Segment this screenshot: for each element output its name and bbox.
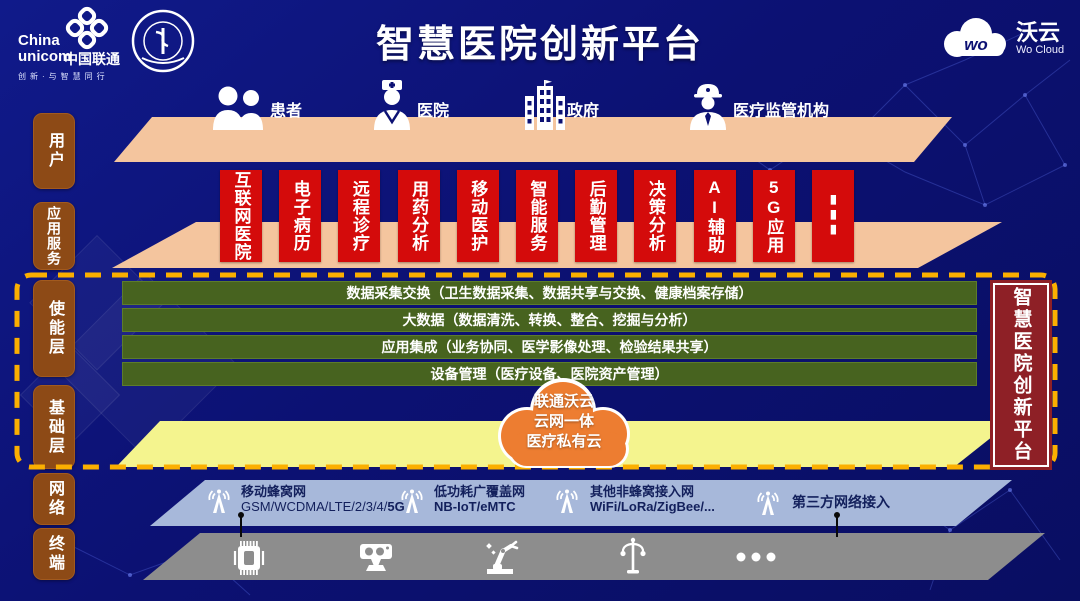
capability-bar-bigdata: 大数据（数据清洗、转换、整合、挖掘与分析） [122,308,977,332]
app-box: 决策分析 [634,170,677,262]
user-label-hospital: 医院 [417,103,450,120]
network-item-subtitle: NB-IoT/eMTC [434,499,516,514]
cloud-label-line2: 云网一体 [533,413,594,430]
user-label-government: 政府 [567,103,600,120]
app-box-label: AI辅助 [705,178,724,254]
ellipsis-vertical-icon: ⋮ [816,186,850,246]
layer-label-text: 使能层 [46,300,63,357]
robot-arm-icon [486,540,519,574]
hospital-icon [374,80,410,130]
layer-label-enabling: 使能层 [33,280,75,377]
hospital-seal-icon [131,9,195,73]
layer-label-network: 网络 [33,473,75,525]
app-box-label: 移动医护 [468,180,488,252]
patients-icon [213,86,263,130]
capability-bar-app-integration: 应用集成（业务协同、医学影像处理、检验结果共享） [122,335,977,359]
antenna-icon [556,489,578,513]
ellipsis-icon [736,552,776,562]
wocloud-logo: wo 沃云 Wo Cloud [938,14,1064,64]
layer-label-text: 用户 [46,132,63,170]
page-title: 智慧医院创新平台 [375,24,704,66]
layer-label-text: 基础层 [46,398,63,456]
cloud-label-line1: 联通沃云 [533,393,594,410]
app-box-more: ⋮ [811,170,854,262]
unicom-logo-text: China [18,32,60,49]
wocloud-cloud-icon: wo [944,18,1006,57]
application-boxes-row: 互联网医院 电子病历 远程诊疗 用药分析 移动医护 智能服务 后勤管理 决策分析… [220,170,854,262]
user-label-regulator: 医疗监管机构 [733,103,830,120]
street-lamp-icon [620,537,646,574]
capability-bar-device-management: 设备管理（医疗设备、医院资产管理） [122,362,977,386]
app-box: 智能服务 [515,170,558,262]
unicom-knot-icon [65,6,109,50]
app-box: 后勤管理 [575,170,618,262]
app-box-label: 互联网医院 [231,171,251,261]
network-item-title: 其他非蜂窝接入网 [590,484,695,499]
app-box-label: 5G应用 [764,178,784,254]
app-box-label: 后勤管理 [586,180,606,252]
layer-label-text: 终端 [46,535,63,573]
network-item-title: 移动蜂窝网 [241,484,307,499]
cloud-label-line3: 医疗私有云 [526,433,602,450]
app-box: 远程诊疗 [338,170,381,262]
connector-pin [834,512,840,537]
app-box: 5G应用 [752,170,795,262]
app-box-label: 决策分析 [645,180,665,252]
camera-icon [360,544,392,571]
network-item-subtitle: WiFi/LoRa/ZigBee/... [590,499,715,514]
app-box-label: 远程诊疗 [349,180,369,252]
network-item-cellular: 移动蜂窝网 GSM/WCDMA/LTE/2/3/4/5G [241,484,405,514]
app-box-label: 电子病历 [290,180,310,252]
layer-label-text: 应用服务 [46,206,62,266]
app-box-label: 智能服务 [527,180,547,252]
layer-label-app-services: 应用服务 [33,202,75,270]
network-item-subtitle: GSM/WCDMA/LTE/2/3/4/5G [241,499,405,514]
layer-label-users: 用户 [33,113,75,189]
antenna-icon [401,489,423,513]
svg-text:wo: wo [964,35,988,54]
unicom-logo-cn: 中国联通 [64,51,120,67]
layer-label-infrastructure: 基础层 [33,385,75,469]
user-label-patients: 患者 [270,103,303,120]
unicom-logo-text-2: unicom [18,48,72,65]
platform-side-box-label: 智慧医院创新平台 [1010,287,1032,463]
government-icon [525,80,565,130]
app-box: 电子病历 [279,170,322,262]
antenna-icon [757,491,779,515]
wo-cloud-shape-icon [498,378,630,468]
network-item-title: 低功耗广覆盖网 [434,484,526,499]
wocloud-cn-label: 沃云 [1016,19,1061,45]
app-box: 移动医护 [456,170,499,262]
app-box: AI辅助 [693,170,736,262]
connector-pin [238,512,244,537]
chip-icon [233,541,265,575]
antenna-icon [208,489,230,513]
network-item-noncellular: 其他非蜂窝接入网 WiFi/LoRa/ZigBee/... [590,484,715,514]
capability-bar-data-exchange: 数据采集交换（卫生数据采集、数据共享与交换、健康档案存储） [122,281,977,305]
app-box: 用药分析 [397,170,440,262]
network-item-title: 第三方网络接入 [792,494,890,510]
network-item-lpwan: 低功耗广覆盖网 NB-IoT/eMTC [434,484,525,514]
app-box-label: 用药分析 [409,180,429,252]
layer-label-text: 网络 [46,480,63,518]
cloud-label: 联通沃云 云网一体 医疗私有云 [486,392,642,452]
layer-label-terminal: 终端 [33,528,75,580]
platform-side-box: 智慧医院创新平台 [990,280,1052,470]
app-box: 互联网医院 [220,170,262,262]
unicom-tagline: 创新·与智慧同行 [18,72,109,81]
regulator-icon [690,84,726,130]
wocloud-en-label: Wo Cloud [1016,43,1065,56]
network-item-thirdparty: 第三方网络接入 [792,495,890,510]
